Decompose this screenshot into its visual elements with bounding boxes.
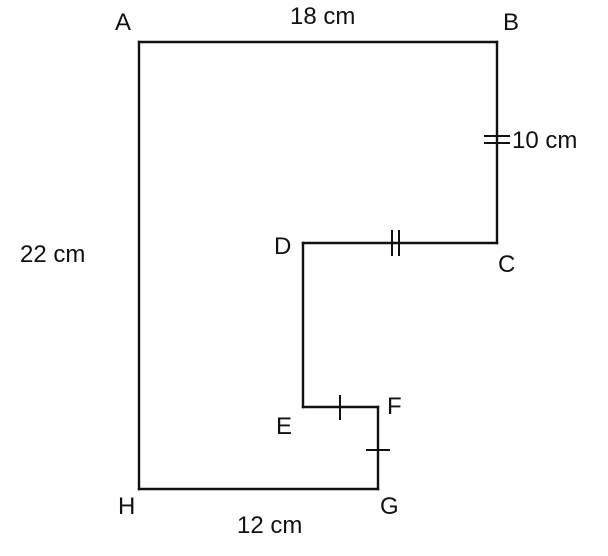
dimension-label-hg: 12 cm — [237, 512, 302, 539]
vertex-label-h: H — [118, 493, 135, 520]
vertex-label-c: C — [498, 251, 515, 278]
dimension-label-ab: 18 cm — [290, 3, 355, 30]
vertex-label-b: B — [503, 9, 519, 36]
vertex-label-e: E — [276, 413, 292, 440]
dimension-label-ah: 22 cm — [20, 241, 85, 268]
vertex-label-f: F — [387, 393, 402, 420]
vertex-labels: A B C D E F G H — [115, 9, 519, 520]
dimension-labels: 18 cm 10 cm 22 cm 12 cm — [20, 3, 577, 539]
tick-marks — [339, 135, 510, 451]
vertex-label-g: G — [380, 493, 399, 520]
vertex-label-a: A — [115, 9, 131, 36]
polygon-outline — [137, 40, 499, 491]
vertex-label-d: D — [274, 233, 291, 260]
dimension-label-bc: 10 cm — [512, 127, 577, 154]
